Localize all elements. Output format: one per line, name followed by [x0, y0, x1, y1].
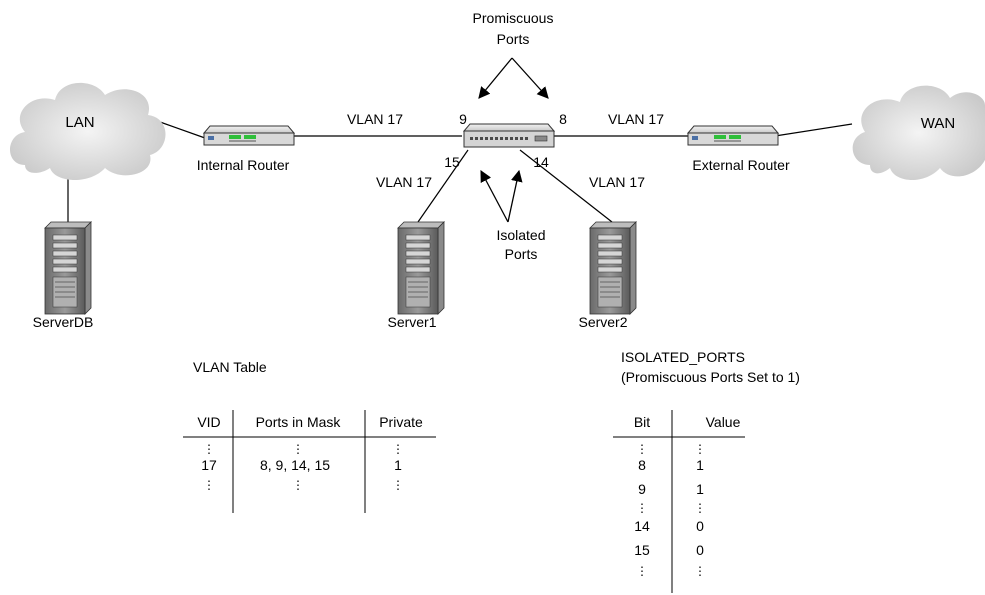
- isolated-table-cell: 8: [638, 457, 646, 473]
- server2-icon: [589, 221, 637, 315]
- link-switch-server2: [519, 149, 613, 223]
- server2-label: Server2: [578, 314, 627, 330]
- isolated-table-cell: 0: [696, 518, 704, 534]
- isolated-table-cell: ⋮: [636, 564, 648, 578]
- vlan-label-server2: VLAN 17: [589, 174, 645, 190]
- isolated-table-cell: 9: [638, 481, 646, 497]
- isolated-table-cell: ⋮: [694, 442, 706, 456]
- vlan-label-server1: VLAN 17: [376, 174, 432, 190]
- vlan-table: VLAN Table VID Ports in Mask Private ⋮ ⋮…: [183, 359, 436, 513]
- isolated-ports-label-line1: Isolated: [496, 227, 545, 243]
- port-15-label: 15: [444, 154, 460, 170]
- internal-router-icon: [202, 125, 296, 146]
- arrow-to-port-9: [478, 57, 513, 99]
- wan-cloud: WAN: [852, 85, 985, 181]
- vlan-table-cell: ⋮: [203, 442, 215, 456]
- isolated-table-cell: 14: [634, 518, 650, 534]
- port-14-label: 14: [533, 154, 549, 170]
- serverdb-label: ServerDB: [33, 314, 94, 330]
- isolated-table-cell: 0: [696, 542, 704, 558]
- server1-icon: [397, 221, 445, 315]
- isolated-table-cell: 1: [696, 481, 704, 497]
- vlan-label-right: VLAN 17: [608, 111, 664, 127]
- lan-label: LAN: [65, 114, 94, 131]
- vlan-table-cell: 8, 9, 14, 15: [260, 457, 330, 473]
- vlan-table-title: VLAN Table: [193, 359, 267, 375]
- vlan-table-header-ports: Ports in Mask: [256, 414, 342, 430]
- link-lan-internal-router: [159, 121, 206, 139]
- isolated-table-cell: ⋮: [636, 442, 648, 456]
- vlan-table-cell: ⋮: [203, 478, 215, 492]
- promiscuous-ports-label-line1: Promiscuous: [473, 10, 554, 26]
- vlan-table-cell: ⋮: [392, 478, 404, 492]
- vlan-label-left: VLAN 17: [347, 111, 403, 127]
- port-9-label: 9: [459, 111, 467, 127]
- server1-label: Server1: [387, 314, 436, 330]
- promiscuous-ports-label-line2: Ports: [497, 31, 530, 47]
- isolated-table-subtitle: (Promiscuous Ports Set to 1): [621, 369, 800, 385]
- isolated-table-cell: 1: [696, 457, 704, 473]
- isolated-table-title: ISOLATED_PORTS: [621, 349, 745, 365]
- isolated-table-cell: 15: [634, 542, 650, 558]
- connection-lines: [67, 121, 853, 223]
- switch-icon: [462, 123, 556, 148]
- lan-cloud: LAN: [10, 82, 166, 181]
- isolated-arrows: [480, 169, 523, 223]
- port-8-label: 8: [559, 111, 567, 127]
- vlan-table-header-vid: VID: [197, 414, 220, 430]
- vlan-table-header-private: Private: [379, 414, 423, 430]
- vlan-table-cell: 1: [394, 457, 402, 473]
- link-switch-server1: [417, 149, 469, 223]
- arrow-to-port-15: [480, 169, 509, 223]
- vlan-table-cell: 17: [201, 457, 217, 473]
- vlan-table-cell: ⋮: [292, 442, 304, 456]
- link-external-router-wan: [774, 123, 853, 137]
- isolated-table-header-value: Value: [706, 414, 741, 430]
- isolated-ports-table: ISOLATED_PORTS (Promiscuous Ports Set to…: [613, 349, 800, 593]
- promiscuous-arrows: [478, 57, 549, 99]
- vlan-table-cell: ⋮: [292, 478, 304, 492]
- wan-label: WAN: [921, 115, 955, 132]
- external-router-label: External Router: [692, 157, 790, 173]
- arrow-to-port-14: [507, 169, 523, 223]
- internal-router-label: Internal Router: [197, 157, 290, 173]
- isolated-table-cell: ⋮: [636, 501, 648, 515]
- isolated-table-cell: ⋮: [694, 564, 706, 578]
- isolated-table-cell: ⋮: [694, 501, 706, 515]
- serverdb-icon: [44, 221, 92, 315]
- isolated-table-header-bit: Bit: [634, 414, 650, 430]
- arrow-to-port-8: [511, 57, 549, 99]
- external-router-icon: [686, 125, 780, 146]
- isolated-ports-label-line2: Ports: [505, 246, 538, 262]
- vlan-table-cell: ⋮: [392, 442, 404, 456]
